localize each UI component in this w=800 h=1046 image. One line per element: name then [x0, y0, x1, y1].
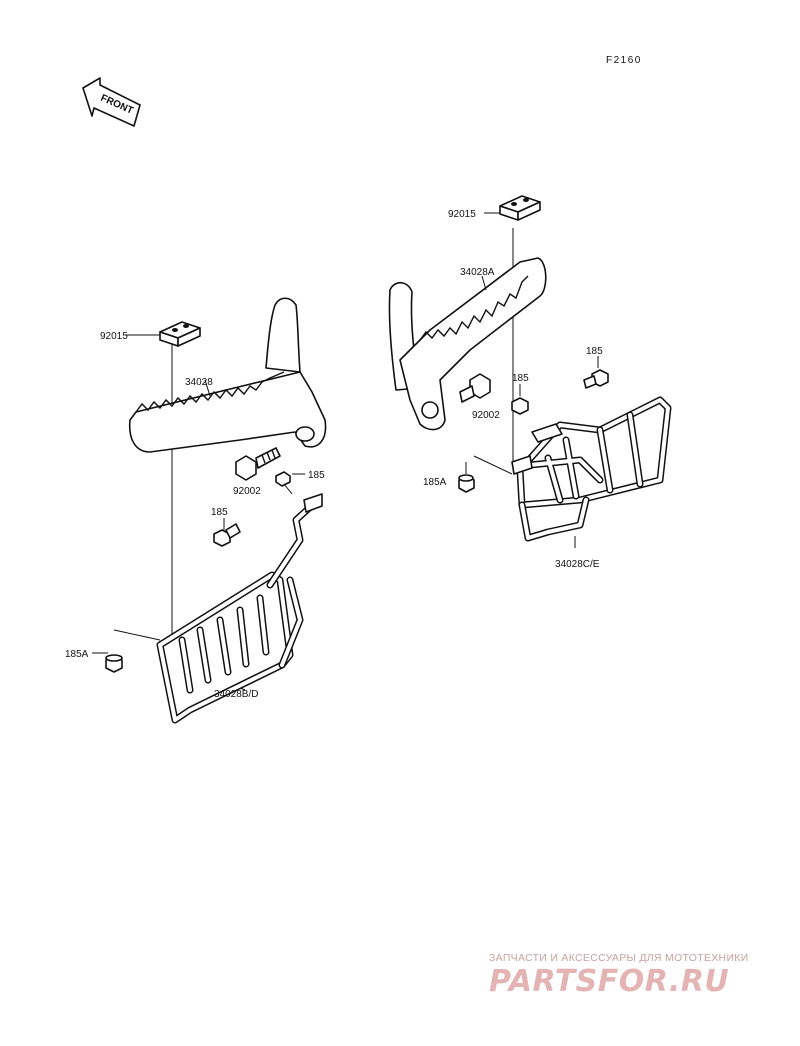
label-185-left: 185 [211, 507, 228, 518]
footrest-part [128, 297, 327, 453]
watermark-tagline: ЗАПЧАСТИ И АКСЕССУАРЫ ДЛЯ МОТОТЕХНИКИ [489, 952, 749, 964]
front-arrow-icon: FRONT [82, 77, 141, 127]
footrest-bracket-part [159, 321, 201, 347]
bolt-part [235, 447, 281, 481]
footrest-bracket-part-right [499, 195, 541, 221]
flange-bolt-part-right [458, 462, 475, 493]
label-92002-right: 92002 [472, 410, 500, 421]
label-92002-left: 92002 [233, 486, 261, 497]
small-bolt-right-part [275, 471, 293, 495]
small-bolt-left-part [213, 523, 241, 547]
label-185-right-a: 185 [512, 373, 529, 384]
label-92015: 92015 [100, 331, 128, 342]
footrest-part-right [388, 257, 547, 431]
small-bolt-a-part-right [511, 397, 529, 415]
watermark-logo: PARTSFOR.RU [489, 964, 730, 999]
guard-part-right [511, 396, 672, 542]
figure-code: F2160 [606, 55, 642, 66]
label-34028: 34028 [185, 377, 213, 388]
label-185-right-b: 185 [586, 346, 603, 357]
label-34028CE: 34028C/E [555, 559, 600, 570]
label-185A-right: 185A [423, 477, 447, 488]
left-footrest-assembly: 92015 34028 92002 185 185 [65, 297, 327, 724]
label-34028BD: 34028B/D [214, 689, 258, 700]
label-185A-left: 185A [65, 649, 89, 660]
label-92015-right: 92015 [448, 209, 476, 220]
flange-bolt-part [105, 654, 123, 673]
label-185-right: 185 [308, 470, 325, 481]
bolt-part-right [459, 373, 491, 403]
small-bolt-b-part-right [583, 369, 609, 389]
guard-part [156, 493, 323, 724]
label-34028A: 34028A [460, 267, 495, 278]
right-footrest-assembly: 92015 34028A 92002 185 185 [388, 195, 672, 570]
